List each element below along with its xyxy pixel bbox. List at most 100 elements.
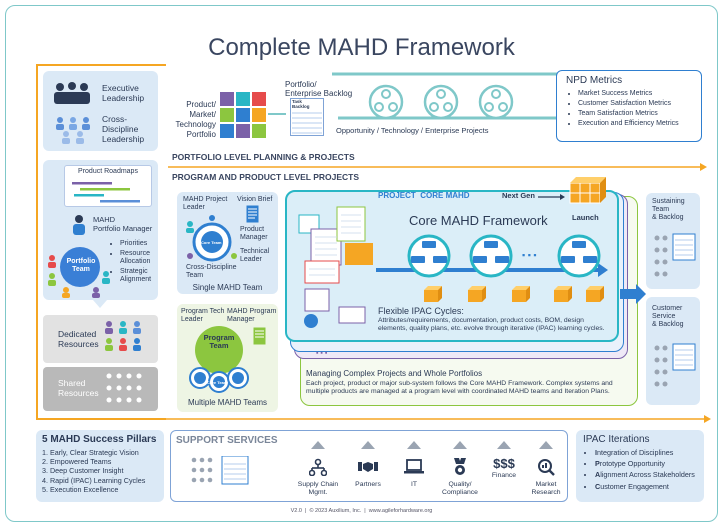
support-label: Quality/ Compliance	[442, 481, 478, 496]
next-gen-arrow	[538, 194, 565, 200]
up-triangle-icon	[539, 441, 553, 449]
sustaining-label: Sustaining Team & Backlog	[652, 198, 685, 221]
multi-team-title: Multiple MAHD Teams	[188, 398, 267, 407]
roadmap-bars	[72, 182, 140, 203]
portfolio-manager-icon	[73, 215, 85, 235]
stack-dots: ▪ ▪ ▪	[316, 350, 328, 357]
pillars-panel	[36, 430, 164, 502]
cross-team-label: Cross-Discipline Team	[186, 264, 237, 279]
support-item-finance: $$$ Finance	[479, 436, 529, 480]
pillar-item: 1. Early, Clear Strategic Vision	[42, 448, 139, 457]
vision-brief-label: Vision Brief	[237, 196, 273, 203]
npd-metric-item: Market Success Metrics	[578, 90, 712, 98]
core-backlog-cards	[298, 206, 373, 328]
flexible-ipac-text: Attributes/requirements, documentation, …	[378, 317, 605, 332]
portfolio-team-label: Portfolio Team	[66, 258, 96, 273]
program-orange-arrow	[36, 415, 711, 423]
project-leader-label: MAHD Project Leader	[183, 196, 228, 211]
project-core-label: PROJECT CORE MAHD	[378, 191, 470, 200]
opp-tech-enterprise-label: Opportunity / Technology / Enterprise Pr…	[336, 126, 489, 135]
support-people-icon	[191, 456, 249, 485]
core-framework-title: Core MAHD Framework	[409, 213, 548, 228]
priority-item: Priorities	[120, 240, 174, 248]
medal-icon	[454, 458, 466, 475]
technical-leader-label: Technical Leader	[240, 248, 270, 263]
portfolio-team-graphic	[48, 247, 110, 298]
pillar-item: 5. Execution Excellence	[42, 484, 119, 494]
support-label: Market Research	[531, 481, 561, 496]
ipac-panel	[576, 430, 704, 502]
cross-discipline-icon	[56, 117, 90, 144]
ipac-rest: lignment Across Stakeholders	[600, 470, 695, 480]
npd-metric-item: Customer Satisfaction Metrics	[578, 100, 712, 108]
npd-metrics-list: Market Success Metrics Customer Satisfac…	[566, 90, 712, 130]
program-manager-label: MAHD Program Manager	[227, 308, 277, 323]
executive-leadership-icon	[54, 82, 90, 104]
up-triangle-icon	[407, 441, 421, 449]
program-tech-leader-label: Program Tech Leader	[181, 308, 225, 323]
multi-core-team-label: Core Team	[207, 380, 228, 385]
supply-chain-icon	[308, 458, 328, 477]
pillar-item: 4. Rapid (IPAC) Learning Cycles	[42, 475, 146, 485]
dedicated-resources-label: Dedicated Resources	[58, 329, 99, 349]
customer-service-icons	[654, 343, 696, 387]
vision-brief-doc-icon	[246, 205, 259, 223]
support-item-supply-chain: Supply Chain Mgmt.	[293, 436, 343, 497]
laptop-icon	[404, 459, 424, 474]
ipac-initial: A	[595, 470, 601, 480]
core-to-right-arrow	[620, 284, 646, 304]
npd-metric-item: Execution and Efficiency Metrics	[578, 120, 712, 128]
support-label: Partners	[355, 481, 381, 488]
pmtp-label: Product/ Market/ Technology Portfolio	[175, 100, 216, 139]
up-triangle-icon	[453, 441, 467, 449]
dedicated-resources-icon	[105, 321, 141, 351]
priority-item: Resource Allocation	[120, 250, 174, 266]
ipac-rest: rototype Opportunity	[599, 459, 665, 469]
single-team-title: Single MAHD Team	[192, 283, 263, 292]
support-label: IT	[410, 481, 418, 488]
product-roadmaps-label: Product Roadmaps	[78, 168, 138, 175]
npd-metrics-box	[556, 70, 702, 142]
ipac-item: Prototype Opportunity	[595, 459, 717, 468]
support-item-it: IT	[389, 436, 439, 489]
program-level-heading: PROGRAM AND PRODUCT LEVEL PROJECTS	[172, 172, 360, 182]
portfolio-level-heading: PORTFOLIO LEVEL PLANNING & PROJECTS	[172, 152, 355, 162]
program-doc-icon	[253, 327, 266, 345]
portfolio-manager-label: MAHD Portfolio Manager	[93, 215, 153, 233]
support-label: Supply Chain Mgmt.	[297, 481, 339, 496]
ipac-initial: P	[595, 459, 600, 469]
portfolio-priorities-list: Priorities Resource Allocation Strategic…	[108, 240, 174, 286]
product-manager-label: Product Manager	[240, 226, 268, 241]
task-backlog-label: Task Backlog	[292, 99, 310, 109]
priority-item: Strategic Alignment	[120, 268, 174, 284]
ipac-list: Integration of Disciplines Prototype Opp…	[583, 448, 717, 493]
ipac-title: IPAC Iterations	[583, 434, 650, 445]
up-triangle-icon	[361, 441, 375, 449]
shared-resources-icon	[106, 373, 142, 403]
sustaining-icons	[654, 233, 696, 277]
managing-complex-text: Each project, product or major sub-syste…	[306, 380, 613, 395]
page-title: Complete MAHD Framework	[208, 34, 515, 61]
managing-complex-title: Managing Complex Projects and Whole Port…	[306, 369, 483, 378]
ipac-initial: C	[595, 481, 601, 491]
support-item-market-research: Market Research	[521, 436, 571, 497]
launch-cube-icon	[569, 177, 606, 204]
up-triangle-icon	[497, 441, 511, 449]
magnifier-icon	[538, 459, 555, 476]
portfolio-grid-icon	[220, 92, 266, 138]
support-item-quality: Quality/ Compliance	[435, 436, 485, 497]
program-team-label: Program Team	[203, 333, 235, 350]
cross-discipline-label: Cross- Discipline Leadership	[102, 114, 145, 144]
pillars-list: 1. Early, Clear Strategic Vision 2. Empo…	[42, 448, 162, 494]
footer-credit: V2.0 | © 2023 Auxilium, Inc. | www.agile…	[290, 508, 433, 514]
flexible-ipac-title: Flexible IPAC Cycles:	[378, 306, 464, 316]
multi-team-graphic	[189, 326, 249, 393]
dollar-icon: $$$	[493, 456, 515, 471]
backlog-rows	[292, 112, 322, 134]
portfolio-orange-arrow	[168, 163, 707, 171]
ipac-initial: I	[595, 448, 597, 457]
npd-metrics-title: NPD Metrics	[566, 75, 623, 86]
launch-label: Launch	[572, 213, 599, 222]
enterprise-backlog-label: Portfolio/ Enterprise Backlog	[285, 80, 353, 98]
